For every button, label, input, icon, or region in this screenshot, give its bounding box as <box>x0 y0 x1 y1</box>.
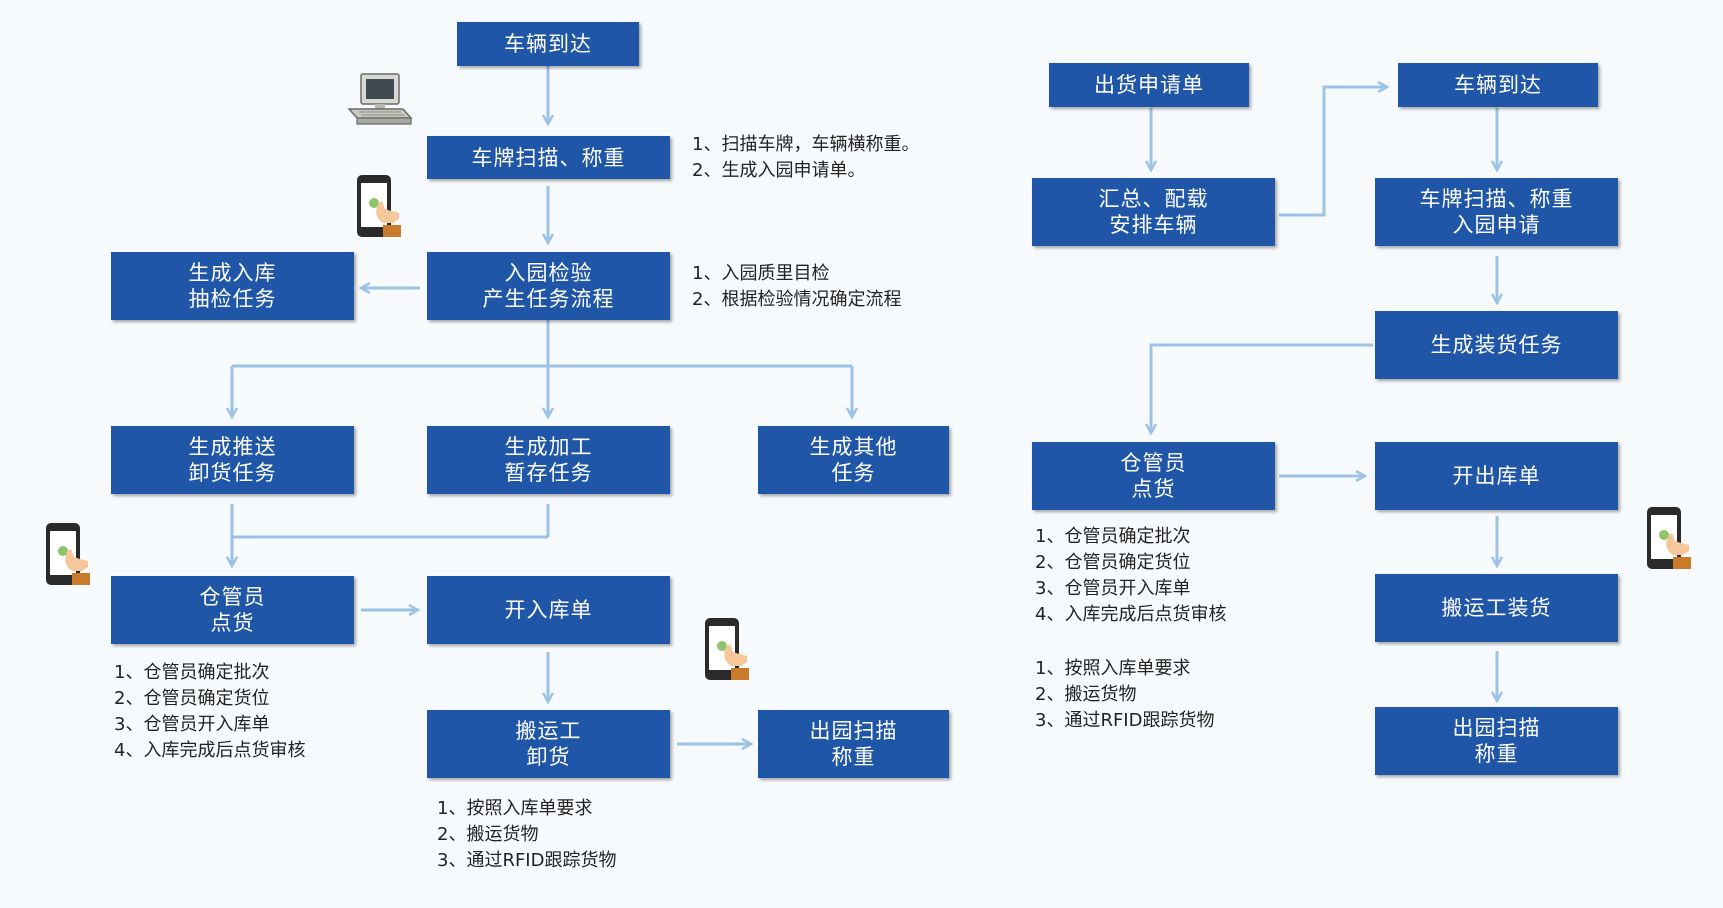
right-loading-task-label: 生成装货任务 <box>1430 333 1563 357</box>
right-plate-scan-line: 车牌扫描、称重 <box>1419 187 1574 211</box>
right-shipment-request-label: 出货申请单 <box>1094 73 1204 97</box>
note-line: 2、搬运货物 <box>1035 684 1137 705</box>
note-line: 1、仓管员确定批次 <box>1035 526 1191 547</box>
left-inspection-line: 入园检验 <box>504 261 593 285</box>
note-line: 1、仓管员确定批次 <box>114 662 270 683</box>
right-summary-loading: 汇总、配载 安排车辆 <box>1032 178 1275 246</box>
arrow-summary-to-arrival <box>1279 87 1387 217</box>
left-porter-unload-line: 搬运工 <box>515 719 582 743</box>
right-summary-loading-line: 汇总、配载 <box>1098 187 1209 211</box>
right-keeper-notes: 1、仓管员确定批次 2、仓管员确定货位 3、仓管员开入库单 4、入库完成后点货审… <box>1035 524 1226 628</box>
right-plate-scan-line: 入园申请 <box>1452 213 1541 237</box>
right-porter-loading: 搬运工装货 <box>1375 574 1618 642</box>
right-keeper-count: 仓管员 点货 <box>1032 442 1275 510</box>
computer-icon <box>347 73 413 125</box>
left-porter-unload-line: 卸货 <box>526 745 571 769</box>
left-sampling-task: 生成入库 抽检任务 <box>111 252 354 320</box>
note-line: 3、通过RFID跟踪货物 <box>437 850 617 871</box>
note-line: 2、仓管员确定货位 <box>114 688 270 709</box>
right-open-outbound: 开出库单 <box>1375 442 1618 510</box>
note-line: 4、入库完成后点货审核 <box>114 740 306 761</box>
left-exit-scan-line: 称重 <box>831 745 876 769</box>
right-exit-scan-line: 出园扫描 <box>1452 716 1541 740</box>
note-line: 2、仓管员确定货位 <box>1035 552 1191 573</box>
arrow-loading-to-keeper <box>1151 343 1373 433</box>
left-push-unload-task: 生成推送 卸货任务 <box>111 426 354 494</box>
note-line: 3、仓管员开入库单 <box>114 714 270 735</box>
right-keeper-count-line: 仓管员 <box>1120 451 1187 475</box>
note-line: 3、仓管员开入库单 <box>1035 578 1191 599</box>
note-line: 1、按照入库单要求 <box>437 798 593 819</box>
right-open-outbound-label: 开出库单 <box>1452 464 1541 488</box>
left-sampling-task-line: 生成入库 <box>188 261 277 285</box>
line-push-processing-merge <box>230 504 550 539</box>
left-porter-notes: 1、按照入库单要求 2、搬运货物 3、通过RFID跟踪货物 <box>437 796 616 874</box>
left-keeper-count-line: 仓管员 <box>199 585 266 609</box>
smartphone-touch-icon <box>357 175 401 237</box>
note-line: 1、扫描车牌，车辆横称重。 <box>692 134 920 155</box>
left-push-unload-task-line: 生成推送 <box>188 435 277 459</box>
left-sampling-task-line: 抽检任务 <box>188 287 277 311</box>
right-porter-notes: 1、按照入库单要求 2、搬运货物 3、通过RFID跟踪货物 <box>1035 656 1214 734</box>
left-processing-task-line: 生成加工 <box>504 435 593 459</box>
smartphone-touch-icon <box>46 523 90 585</box>
right-summary-loading-line: 安排车辆 <box>1109 213 1198 237</box>
right-loading-task: 生成装货任务 <box>1375 311 1618 379</box>
left-processing-task: 生成加工 暂存任务 <box>427 426 670 494</box>
left-processing-task-line: 暂存任务 <box>504 461 593 485</box>
left-open-inbound-label: 开入库单 <box>504 598 593 622</box>
left-other-task-line: 任务 <box>831 461 876 485</box>
left-plate-scan-notes: 1、扫描车牌，车辆横称重。 2、生成入园申请单。 <box>692 132 919 184</box>
note-line: 3、通过RFID跟踪货物 <box>1035 710 1215 731</box>
left-vehicle-arrival-label: 车辆到达 <box>504 32 592 56</box>
left-plate-scan-label: 车牌扫描、称重 <box>471 145 626 170</box>
note-line: 1、入园质里目检 <box>692 263 830 284</box>
right-exit-scan: 出园扫描 称重 <box>1375 707 1618 775</box>
smartphone-touch-icon <box>705 618 749 680</box>
note-line: 4、入库完成后点货审核 <box>1035 604 1227 625</box>
note-line: 1、按照入库单要求 <box>1035 658 1191 679</box>
left-keeper-count-line: 点货 <box>210 611 255 635</box>
line-inspection-branch <box>232 320 852 368</box>
right-vehicle-arrival-label: 车辆到达 <box>1454 73 1542 97</box>
left-porter-unload: 搬运工 卸货 <box>427 710 670 778</box>
smartphone-touch-icon <box>1647 507 1691 569</box>
left-open-inbound: 开入库单 <box>427 576 670 644</box>
left-plate-scan: 车牌扫描、称重 <box>427 136 670 179</box>
left-keeper-notes: 1、仓管员确定批次 2、仓管员确定货位 3、仓管员开入库单 4、入库完成后点货审… <box>114 660 305 764</box>
left-exit-scan: 出园扫描 称重 <box>758 710 949 778</box>
left-push-unload-task-line: 卸货任务 <box>188 461 277 485</box>
note-line: 2、搬运货物 <box>437 824 539 845</box>
left-other-task: 生成其他 任务 <box>758 426 949 494</box>
note-line: 2、生成入园申请单。 <box>692 160 866 181</box>
left-exit-scan-line: 出园扫描 <box>809 719 898 743</box>
note-line: 2、根据检验情况确定流程 <box>692 289 902 310</box>
left-other-task-line: 生成其他 <box>809 435 898 459</box>
left-inspection-line: 产生任务流程 <box>482 287 615 311</box>
left-keeper-count: 仓管员 点货 <box>111 576 354 644</box>
right-porter-loading-label: 搬运工装货 <box>1441 596 1552 620</box>
right-vehicle-arrival: 车辆到达 <box>1398 63 1598 107</box>
left-vehicle-arrival: 车辆到达 <box>457 22 639 66</box>
left-inspection-notes: 1、入园质里目检 2、根据检验情况确定流程 <box>692 261 901 313</box>
right-keeper-count-line: 点货 <box>1131 477 1176 501</box>
left-inspection: 入园检验 产生任务流程 <box>427 252 670 320</box>
right-shipment-request: 出货申请单 <box>1049 63 1249 107</box>
right-plate-scan: 车牌扫描、称重 入园申请 <box>1375 178 1618 246</box>
right-exit-scan-line: 称重 <box>1474 742 1519 766</box>
